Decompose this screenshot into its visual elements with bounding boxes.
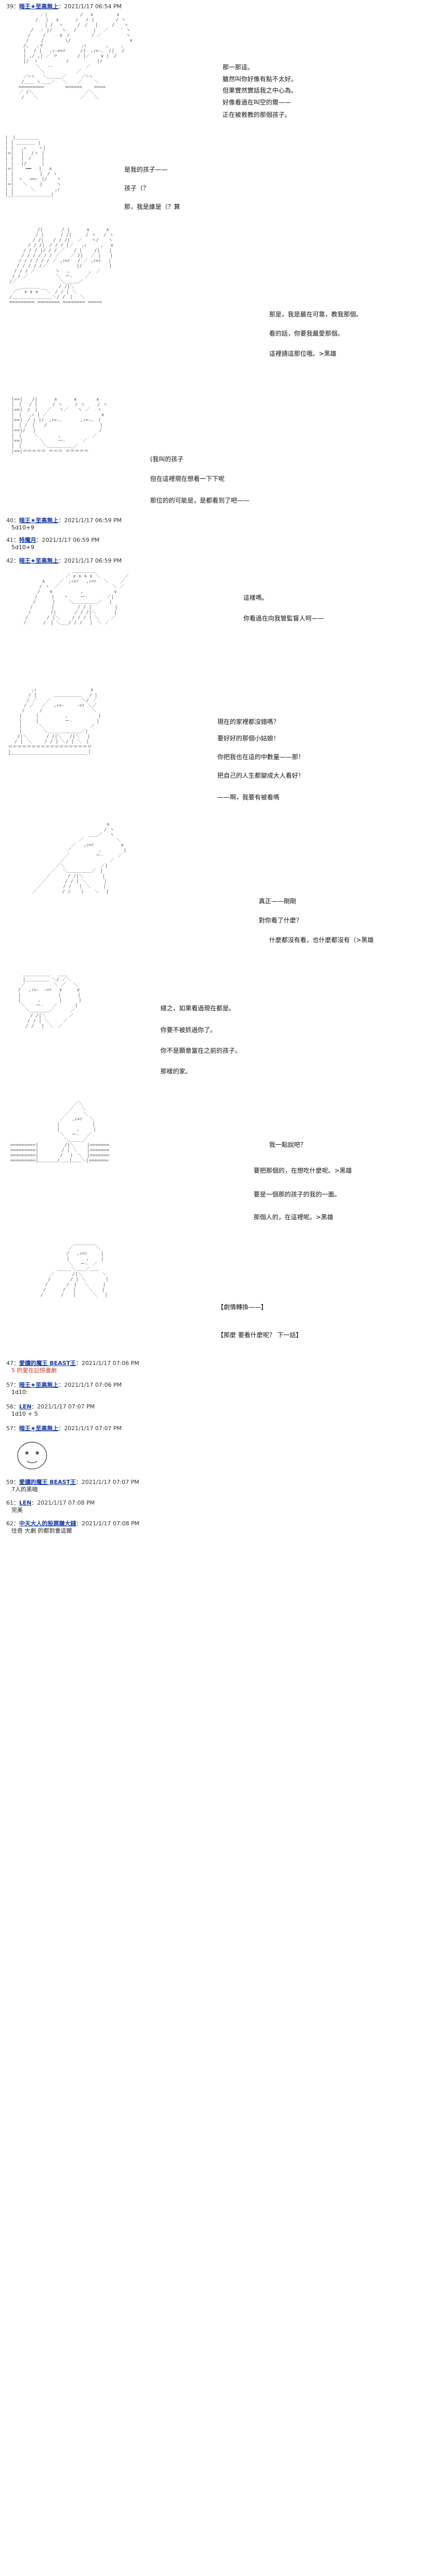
post-timestamp: 2021/1/17 06:59 PM (42, 537, 100, 543)
post-header: 56：LEN：2021/1/17 07:07 PM (6, 1403, 95, 1410)
dialogue-line: 把自己的人生都變成大人看好！ (217, 772, 305, 779)
poster-name-link[interactable]: 愛讀的魔王 BEAST王 (19, 1360, 76, 1367)
post-number: 39 (6, 3, 13, 10)
post-number: 57 (6, 1382, 13, 1388)
post-body: 1d10 + 5 (11, 1411, 38, 1417)
dialogue-line: 要是一個那的孩子的我的一面。 (254, 1191, 341, 1198)
dialogue-line: 你不是願意當在之前的孩子。 (160, 1047, 242, 1054)
post-body: 7人的黑暗 (11, 1486, 38, 1493)
post-body: 5d10+9 (11, 524, 35, 531)
dialogue-line: 現在的家裡都沒錯嗎？ (217, 718, 280, 725)
post-header: 47：愛讀的魔王 BEAST王：2021/1/17 07:06 PM (6, 1360, 139, 1367)
poster-name-link[interactable]: LEN (19, 1403, 32, 1410)
post-timestamp: 2021/1/17 07:07 PM (81, 1479, 139, 1486)
post-body: 往奇 大劇 的都到會這爾 (11, 1527, 72, 1534)
dialogue-line: 你要不被抓過你了。 (160, 1026, 217, 1034)
dialogue-line: 【那麼 要看什麼呢？ 下一話】 (217, 1331, 302, 1339)
post-timestamp: 2021/1/17 06:54 PM (64, 3, 122, 10)
ascii-art-scene: |￣|＿＿＿＿＿ | | ＿＿＿＿ | | | ,ｨ ヽ| |=| | /ヽ |… (5, 135, 62, 198)
post-timestamp: 2021/1/17 07:06 PM (64, 1382, 122, 1388)
post-number: 56 (6, 1403, 13, 1410)
post-body: 1d10: (11, 1389, 28, 1396)
ascii-art-scene: ＿＿＿＿＿ ／ ＼ / ,ｨ=ｧ | | , | ＼ ー‐ ／ ＿＿＿＼＿＿／＿… (40, 1241, 109, 1298)
ascii-art-scene: |==| /| ∧ ∧ ∧ | | / | / ヽ / ヽ / ヽ |==| /… (11, 397, 108, 454)
post-number: 59 (6, 1479, 13, 1486)
ascii-art-scene: ／＼ ／ ＼ ／ ＼ ／ ,ｨ=ｧ ＼ | | | , | ＼ ー‐ ／ ＼＿＿… (10, 1101, 110, 1163)
dialogue-line: 是我的孩子—— (124, 166, 168, 173)
dialogue-line: 好像看過在叫空的爾—— (223, 99, 291, 106)
post-body: 5d10+9 (11, 544, 35, 551)
post-number: 47 (6, 1360, 13, 1367)
post-header: 62：中天大人的股票賺大錢：2021/1/17 07:08 PM (6, 1520, 140, 1527)
post-timestamp: 2021/1/17 07:07 PM (37, 1403, 95, 1410)
poster-name-link[interactable]: 特魔月 (19, 537, 36, 543)
ascii-art-scene: ,ｨ ∧ / | ＿＿＿＿＿＿ / | / ／ ／ ＼/ ／ / ／ ／ ,ｨ=… (8, 688, 101, 760)
poster-name-link[interactable]: 暗王★至高無上 (19, 1425, 58, 1432)
dialogue-line: ——啊，我要有被看嗎 (217, 794, 280, 801)
post-number: 62 (6, 1520, 13, 1527)
post-header: 57：暗王★至高無上：2021/1/17 07:06 PM (6, 1382, 122, 1388)
dialogue-line: 雖然叫你好像有點不太好。 (223, 75, 298, 83)
post-header: 59：愛讀的魔王 BEAST王：2021/1/17 07:07 PM (6, 1479, 139, 1486)
dialogue-line: 我一點說吧？ (269, 1141, 307, 1148)
post-number: 41 (6, 537, 13, 543)
post-number: 42 (6, 557, 13, 564)
dialogue-line: 但果實然實話我之中心為。 (223, 87, 298, 94)
dialogue-line: 但在這裡現在想看一下下呢 (150, 475, 225, 482)
dialogue-line: 那位的的可能是，是都看到了吧—— (150, 497, 250, 504)
dialogue-line: 那一那這。 (223, 64, 254, 71)
poster-name-link[interactable]: 暗王★至高無上 (19, 1382, 58, 1388)
dialogue-line: 那樣的家。 (160, 1068, 192, 1075)
post-header: 41：特魔月：2021/1/17 06:59 PM (6, 537, 100, 543)
dialogue-line: 對你看了什麼？ (259, 917, 303, 924)
dialogue-line: 這裡請這那位哦。>黑雄 (269, 350, 337, 357)
dialogue-line: 什麼都沒有看，也什麼都沒有（>黑雄 (269, 936, 374, 944)
post-header: 61：LEN：2021/1/17 07:08 PM (6, 1499, 95, 1506)
dialogue-line: 真正——剛剛 (259, 898, 297, 905)
dialogue-line: 要把那個的，在想吃什麼呢。>黑雄 (254, 1167, 352, 1174)
dialogue-line: 那個人的，在這裡呢。>黑雄 (254, 1214, 334, 1221)
ascii-art-scene: ／| / ∧ ∧ / | ∧ / / | / ヽ | / ヽ / / | / ヽ… (19, 12, 132, 100)
ascii-art-scene: ＿＿＿＿＿ ／ ∧ ∧ ∧ ∧ ＼ ／ ∧ ／ ,ｨ=ｧ ,ｨ=ｧ ＼ ／ / … (23, 569, 129, 626)
dialogue-line: 正在被救教的那個孩子。 (223, 111, 291, 118)
dialogue-line: 看的話，你要我最愛那個。 (269, 330, 344, 337)
dialogue-line: 總之，如果看過現在都是。 (160, 1005, 235, 1012)
dice-result-image (17, 1442, 47, 1469)
post-number: 40 (6, 517, 13, 524)
dialogue-line: 這樣嗎。 (243, 594, 269, 601)
post-header: 57：暗王★至高無上：2021/1/17 07:07 PM (6, 1425, 122, 1432)
poster-name-link[interactable]: LEN (19, 1499, 32, 1506)
dialogue-line: 那是，我是最在可靠，教我那個。 (269, 311, 363, 318)
ascii-art-scene: /| / | ∧ ∧ / | / /| / ヽ / ヽ / /| / / /| … (9, 228, 114, 305)
post-timestamp: 2021/1/17 07:08 PM (37, 1499, 95, 1506)
dialogue-line: 你看過在向我管監督人呵—— (243, 615, 324, 622)
post-timestamp: 2021/1/17 07:08 PM (82, 1520, 140, 1527)
post-timestamp: 2021/1/17 06:59 PM (64, 557, 122, 564)
poster-name-link[interactable]: 暗王★至高無上 (19, 3, 58, 10)
post-header: 42：暗王★至高無上：2021/1/17 06:59 PM (6, 557, 122, 564)
dialogue-line: 孩子（？ (124, 185, 150, 192)
post-timestamp: 2021/1/17 06:59 PM (64, 517, 122, 524)
poster-name-link[interactable]: 愛讀的魔王 BEAST王 (19, 1479, 76, 1486)
dialogue-line: (我叫的孩子 (150, 456, 184, 463)
post-header: 39：暗王★至高無上：2021/1/17 06:54 PM (6, 3, 122, 10)
post-number: 61 (6, 1499, 13, 1506)
poster-name-link[interactable]: 中天大人的股票賺大錢 (19, 1520, 76, 1527)
dialogue-line: 那，我是誰是（？算 (124, 203, 181, 210)
post-body: 5 的愛在記憶書劇 (11, 1367, 57, 1374)
ascii-art-scene: ∧ / ヽ ＿＿／ ヽ ／ ＼ ／ ,ｨ=ｧ ∨ ／ , | ／ ー‐ ／ ／ … (32, 822, 127, 895)
ascii-art-scene: ＿＿＿＿＿＿ ＿＿ |＿＿＿＿＿ ＼/ ／＼ ／ ＼ ／ ＼ / ,ｨ=- -=… (18, 972, 82, 1029)
post-body: 完美 (11, 1507, 23, 1513)
dialogue-line: 要好好的那個小姑娘！ (217, 735, 280, 742)
post-timestamp: 2021/1/17 07:07 PM (64, 1425, 122, 1432)
post-timestamp: 2021/1/17 07:06 PM (81, 1360, 139, 1367)
poster-name-link[interactable]: 暗王★至高無上 (19, 517, 58, 524)
post-number: 57 (6, 1425, 13, 1432)
dialogue-line: 你把我也在這的中數量——那！ (217, 753, 305, 761)
dialogue-line: 【劇情轉換——】 (217, 1304, 268, 1311)
post-header: 40：暗王★至高無上：2021/1/17 06:59 PM (6, 517, 122, 524)
poster-name-link[interactable]: 暗王★至高無上 (19, 557, 58, 564)
